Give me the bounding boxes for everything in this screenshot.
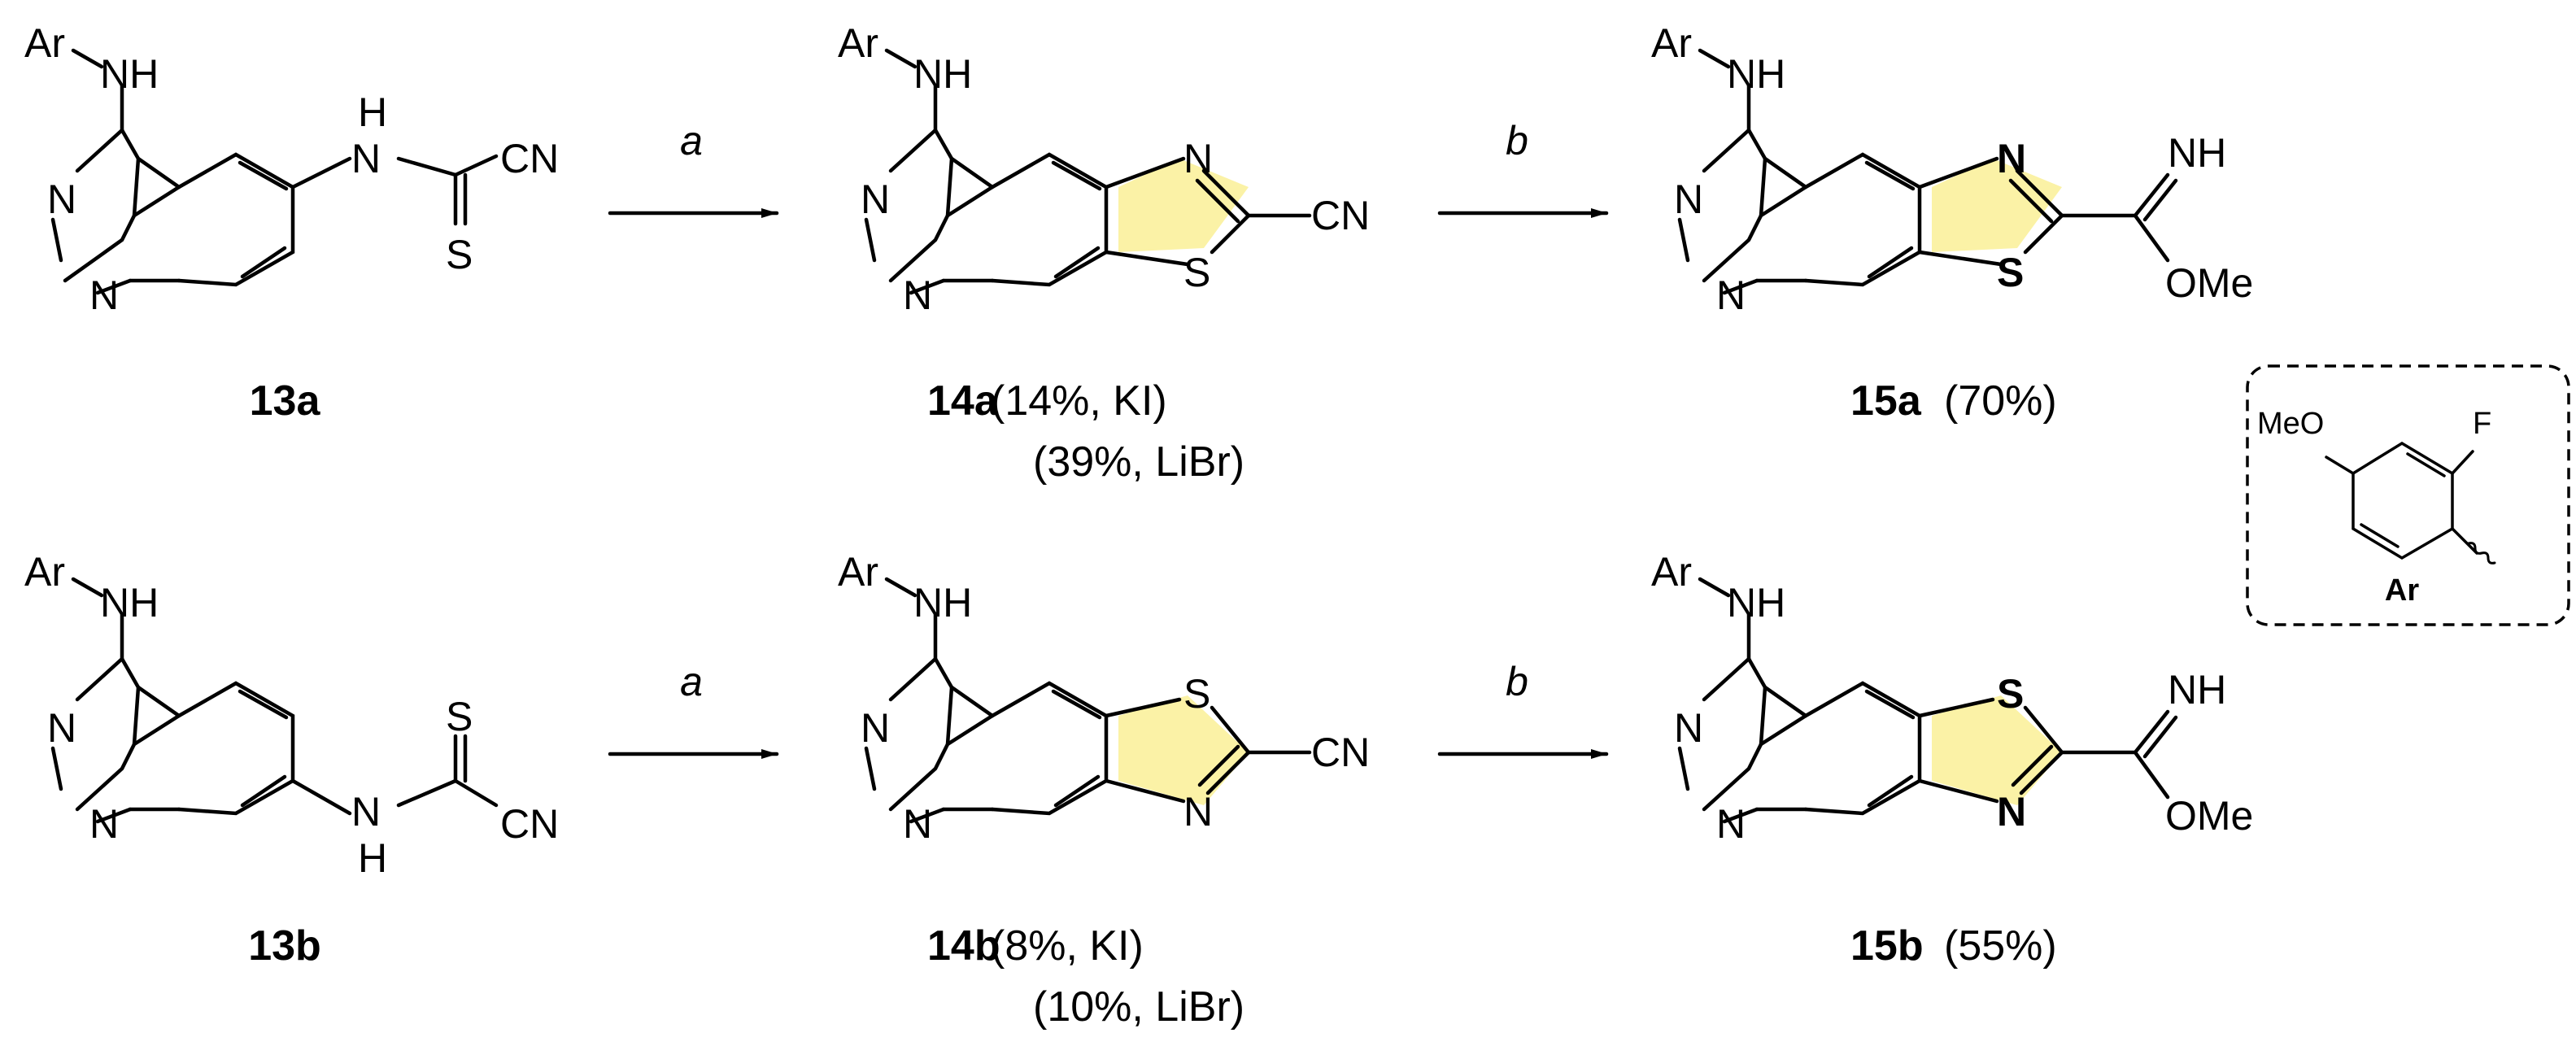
atom-n: N (1674, 705, 1703, 751)
atom-nh: NH (913, 51, 972, 97)
atom-n: N (47, 705, 76, 751)
yield-14a-libr: (39%, LiBr) (1033, 438, 1244, 486)
atom-n: N (1674, 177, 1703, 222)
atom-nh: NH (100, 51, 159, 97)
atom-ar: Ar (1651, 20, 1692, 66)
atom-n: N (903, 272, 932, 318)
atom-cn: CN (1311, 730, 1370, 775)
atom-n: N (1183, 136, 1213, 181)
thiazole-highlight (1118, 695, 1249, 805)
yield-14b-ki: (8%, KI) (991, 922, 1144, 970)
atom-s: S (1997, 671, 2024, 717)
atom-nh: NH (2168, 130, 2226, 176)
atom-ar: Ar (24, 549, 65, 595)
compound-label-14b: 14b (927, 922, 1000, 970)
atom-s: S (1183, 671, 1210, 717)
atom-s: S (446, 694, 473, 739)
atom-n: N (861, 177, 890, 222)
atom-n: N (351, 789, 381, 835)
compound-label-15a: 15a (1850, 377, 1922, 425)
condition-a-label: a (680, 118, 703, 163)
atom-ome: OMe (2165, 793, 2253, 839)
compound-label-14a: 14a (927, 377, 999, 425)
atom-cn: CN (500, 136, 559, 181)
atom-n: N (1716, 272, 1746, 318)
atom-n: N (89, 801, 119, 847)
atom-n: N (89, 272, 119, 318)
compound-15a-structure: Ar NH N N N S NH OMe (1651, 20, 2253, 318)
atom-h: H (358, 89, 387, 135)
compound-label-13a: 13a (250, 377, 321, 425)
atom-nh: NH (2168, 667, 2226, 713)
ar-definition-box: MeO F Ar (2246, 364, 2570, 626)
atom-ar: Ar (1651, 549, 1692, 595)
atom-n: N (351, 136, 381, 181)
compound-13b-structure: Ar NH N N N H S CN (24, 549, 559, 881)
ar-substituent-ome: MeO (2257, 407, 2324, 441)
atom-n: N (1183, 789, 1213, 835)
compound-15b-structure: Ar NH N N S N NH OMe (1651, 549, 2253, 847)
atom-n: N (861, 705, 890, 751)
atom-h: H (358, 835, 387, 881)
condition-b-label: b (1506, 118, 1528, 163)
atom-ar: Ar (838, 549, 878, 595)
yield-15b: (55%) (1944, 922, 2057, 970)
atom-n: N (1716, 801, 1746, 847)
condition-a-label: a (680, 659, 703, 704)
atom-n: N (1997, 136, 2026, 181)
compound-label-15b: 15b (1850, 922, 1924, 970)
atom-ar: Ar (24, 20, 65, 66)
atom-n: N (903, 801, 932, 847)
atom-nh: NH (1727, 580, 1785, 625)
atom-s: S (1183, 250, 1210, 295)
atom-ome: OMe (2165, 260, 2253, 306)
atom-cn: CN (500, 801, 559, 847)
atom-n: N (47, 177, 76, 222)
compound-14b-structure: Ar NH N N S N CN (838, 549, 1370, 847)
atom-ar: Ar (838, 20, 878, 66)
ar-substituent-f: F (2473, 407, 2491, 441)
ar-label: Ar (2385, 573, 2419, 608)
compound-13a-structure: Ar NH N N H N S CN (24, 20, 559, 318)
atom-cn: CN (1311, 193, 1370, 238)
yield-15a: (70%) (1944, 377, 2057, 425)
atom-nh: NH (913, 580, 972, 625)
compound-label-13b: 13b (248, 922, 321, 970)
condition-b-label: b (1506, 659, 1528, 704)
atom-nh: NH (1727, 51, 1785, 97)
yield-14b-libr: (10%, LiBr) (1033, 983, 1244, 1031)
compound-14a-structure: Ar NH N N N S CN (838, 20, 1370, 318)
atom-s: S (446, 232, 473, 277)
atom-nh: NH (100, 580, 159, 625)
atom-s: S (1997, 250, 2024, 295)
atom-n: N (1997, 789, 2026, 835)
yield-14a-ki: (14%, KI) (991, 377, 1167, 425)
thiazole-highlight (1932, 695, 2062, 805)
